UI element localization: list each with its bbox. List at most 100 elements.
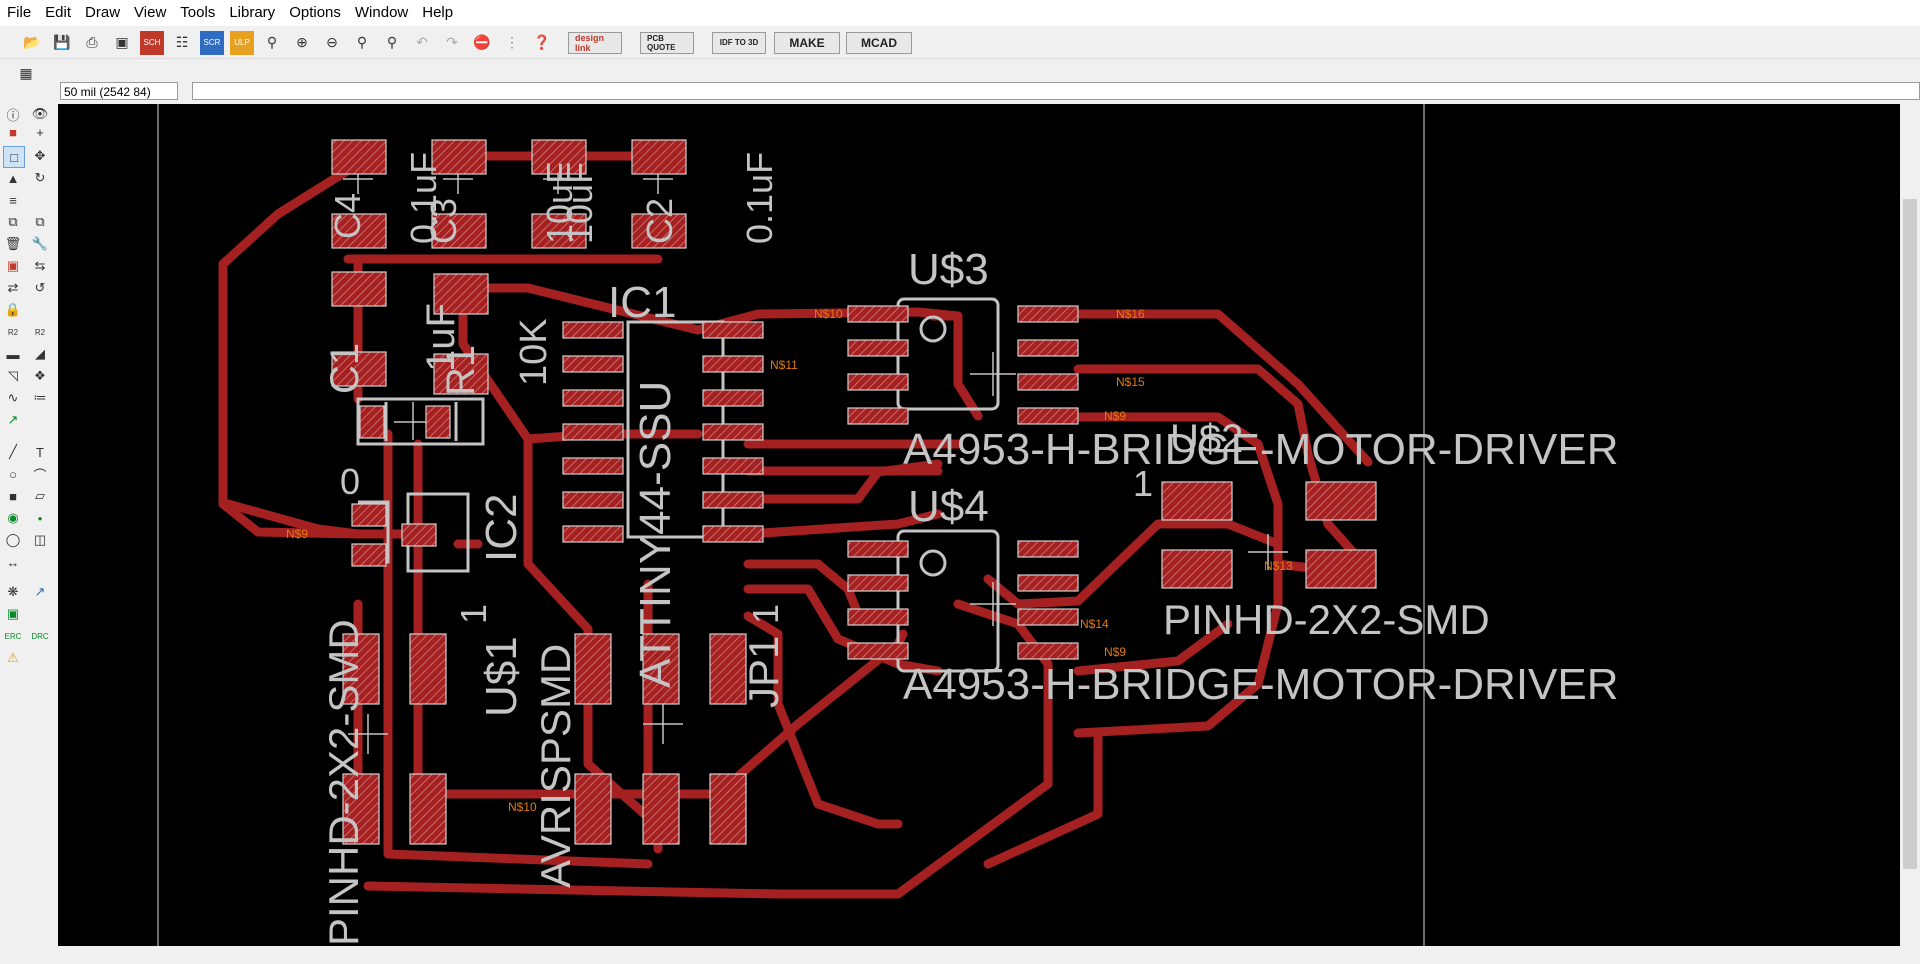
- menu-library[interactable]: Library: [229, 4, 276, 21]
- print-icon[interactable]: ⎙: [86, 34, 98, 50]
- change-icon[interactable]: ⇄: [7, 280, 19, 295]
- command-row: 50 mil (2542 84): [0, 80, 1920, 104]
- miter-icon[interactable]: ◢: [35, 346, 45, 361]
- show-icon[interactable]: 👁: [31, 106, 49, 121]
- rect-icon[interactable]: ■: [9, 488, 17, 504]
- label-val-1uf: 1uF: [419, 303, 463, 372]
- menu-draw[interactable]: Draw: [85, 4, 121, 21]
- lock-icon[interactable]: 🔒: [4, 302, 22, 317]
- cam-icon[interactable]: ▣: [115, 34, 129, 50]
- meander-icon[interactable]: ∿: [7, 390, 19, 405]
- make-button[interactable]: MAKE: [774, 31, 840, 54]
- go-icon[interactable]: ⋮: [505, 34, 519, 50]
- net-label-n9-a: N$9: [1104, 409, 1126, 423]
- board-canvas[interactable]: N$10 N$11 N$16 N$15 N$9 N$14 N$9 N$10 N$…: [58, 104, 1900, 946]
- smash-icon[interactable]: ◹: [8, 368, 18, 383]
- open-icon[interactable]: 📂: [23, 34, 41, 50]
- rotate-icon[interactable]: ↻: [34, 170, 46, 185]
- net-label-n9-c: N$9: [286, 527, 308, 541]
- menu-file[interactable]: File: [7, 4, 32, 21]
- vertical-scrollbar[interactable]: [1900, 104, 1920, 946]
- dimension-icon[interactable]: ↔: [6, 554, 20, 570]
- attribute-icon[interactable]: ◫: [33, 532, 47, 547]
- replace-icon[interactable]: ⇆: [34, 258, 46, 273]
- label-u4: U$4: [908, 482, 989, 531]
- text-icon[interactable]: T: [36, 444, 44, 460]
- menu-window[interactable]: Window: [354, 4, 409, 21]
- zoom-select-icon[interactable]: ⚲: [386, 34, 398, 50]
- mark-icon[interactable]: +: [36, 124, 44, 140]
- net-label-n13: N$13: [1264, 559, 1293, 573]
- idf-3d-button[interactable]: IDF TO 3D: [712, 31, 766, 54]
- autorouter-icon[interactable]: ↗: [34, 584, 46, 599]
- net-labels: N$10 N$11 N$16 N$15 N$9 N$14 N$9 N$10 N$…: [286, 307, 1293, 814]
- info-icon[interactable]: ⓘ: [6, 107, 20, 123]
- label-c4: C4: [327, 193, 368, 239]
- name-icon[interactable]: R2: [7, 327, 19, 337]
- horizontal-scrollbar[interactable]: [58, 946, 1900, 964]
- label-one-u2: 1: [1133, 463, 1153, 504]
- ulp-run-icon[interactable]: ULP: [230, 30, 254, 55]
- line-icon[interactable]: ╱: [9, 444, 17, 459]
- design-link-button[interactable]: design link: [568, 31, 622, 54]
- grid-icon[interactable]: ▦: [19, 64, 33, 81]
- label-pinhd-right: PINHD-2X2-SMD: [1163, 596, 1490, 643]
- label-r1: R1: [439, 345, 483, 396]
- net-label-n10-b: N$10: [508, 800, 537, 814]
- zoom-out-icon[interactable]: ⊖: [326, 34, 338, 50]
- label-hbridge-1: A4953-H-BRIDGE-MOTOR-DRIVER: [903, 425, 1619, 474]
- label-hbridge-2: A4953-H-BRIDGE-MOTOR-DRIVER: [903, 660, 1619, 709]
- redo-icon[interactable]: ↷: [446, 34, 458, 50]
- ratsnest-icon[interactable]: ❋: [7, 584, 19, 599]
- zoom-fit-icon[interactable]: ⚲: [266, 34, 278, 50]
- ripup-icon[interactable]: ❖: [34, 368, 46, 383]
- net-label-n10-a: N$10: [814, 307, 843, 321]
- move-icon[interactable]: ✥: [34, 148, 46, 163]
- save-icon[interactable]: 💾: [53, 34, 71, 50]
- select-icon[interactable]: □: [3, 146, 25, 168]
- sch-brd-switch-icon[interactable]: SCH: [140, 30, 164, 55]
- vertical-scroll-thumb[interactable]: [1903, 199, 1917, 869]
- stop-icon[interactable]: ⛔: [473, 34, 491, 50]
- erc-icon[interactable]: ERC: [4, 631, 22, 641]
- wrench-icon[interactable]: 🔧: [31, 236, 49, 251]
- mirror-icon[interactable]: ▲: [6, 170, 20, 186]
- zoom-redraw-icon[interactable]: ⚲: [356, 34, 368, 50]
- menu-tools[interactable]: Tools: [180, 4, 216, 21]
- menu-view[interactable]: View: [134, 4, 167, 21]
- label-c3: C3: [423, 198, 464, 244]
- value-icon[interactable]: R2: [34, 327, 46, 337]
- add-icon[interactable]: ▣: [6, 258, 20, 273]
- copy-icon[interactable]: ⧉: [8, 214, 18, 229]
- menu-options[interactable]: Options: [289, 4, 341, 21]
- optimize-icon[interactable]: ↺: [34, 280, 46, 295]
- drc-icon[interactable]: DRC: [31, 631, 49, 641]
- menu-help[interactable]: Help: [422, 4, 454, 21]
- warning-icon[interactable]: ⚠: [7, 650, 19, 665]
- hole-icon[interactable]: ◯: [5, 532, 21, 547]
- label-zero: 0: [340, 461, 360, 502]
- command-line-input[interactable]: [192, 82, 1920, 100]
- signal-icon[interactable]: •: [37, 510, 43, 526]
- undo-icon[interactable]: ↶: [416, 34, 428, 50]
- diff-pair-icon[interactable]: ≔: [33, 390, 47, 405]
- zoom-in-icon[interactable]: ⊕: [296, 34, 308, 50]
- help-icon[interactable]: ❓: [533, 34, 551, 50]
- arc-icon[interactable]: ⌒: [33, 467, 47, 483]
- split-icon[interactable]: ▬: [6, 346, 20, 362]
- ulp-icon[interactable]: ☷: [175, 34, 189, 50]
- via-icon[interactable]: ◉: [7, 510, 19, 525]
- display-layers-icon[interactable]: ■: [9, 124, 17, 140]
- route-icon[interactable]: ↗: [7, 412, 19, 427]
- mcad-button[interactable]: MCAD: [846, 31, 912, 54]
- pcb-quote-button[interactable]: PCB QUOTE: [640, 31, 694, 54]
- align-icon[interactable]: ≡: [9, 192, 17, 208]
- circle-icon[interactable]: ○: [9, 466, 17, 482]
- label-val-01uf-b: 0.1uF: [739, 152, 780, 244]
- script-icon[interactable]: SCR: [200, 30, 224, 55]
- delete-icon[interactable]: 🗑: [4, 236, 22, 251]
- paste-icon[interactable]: ⧉: [35, 214, 45, 229]
- layer-icon[interactable]: ▣: [6, 606, 20, 621]
- menu-edit[interactable]: Edit: [45, 4, 72, 21]
- polygon-icon[interactable]: ▱: [35, 488, 45, 503]
